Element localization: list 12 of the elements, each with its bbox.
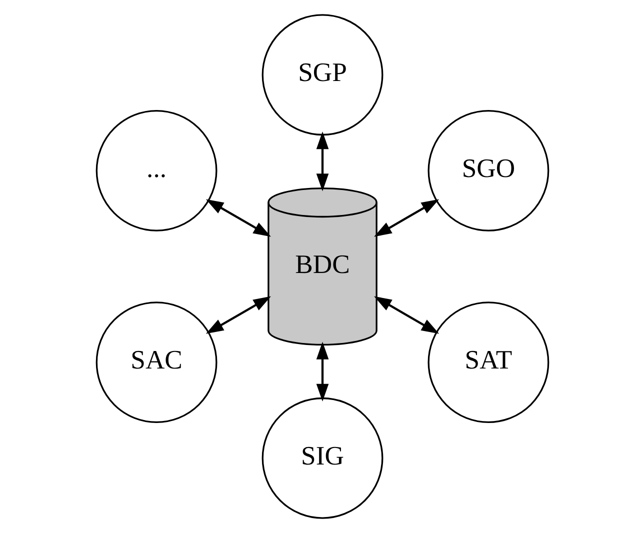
arrow [374,296,439,334]
node-circle: ... [95,110,217,232]
node-circle: SIG [261,397,383,519]
arrow [374,199,439,237]
arrow [316,342,328,402]
node-circle: SGP [261,14,383,136]
node-circle: SAC [95,302,217,424]
arrow [205,296,270,334]
arrow [205,199,270,237]
node-circle: SAT [427,302,549,424]
arrow [316,131,328,192]
node-circle: SGO [427,110,549,232]
